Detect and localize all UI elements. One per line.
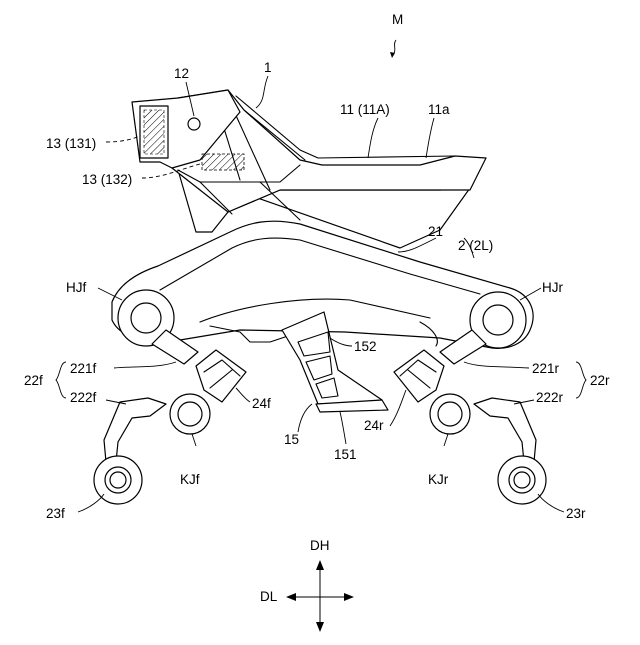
label-22f: 22f — [24, 373, 43, 388]
leg-front — [94, 330, 246, 504]
label-222r: 222r — [536, 390, 564, 405]
label-24f: 24f — [252, 396, 271, 411]
label-21: 21 — [428, 224, 443, 239]
label-11a: 11a — [428, 102, 450, 117]
label-13-131: 13 (131) — [46, 136, 96, 151]
label-151: 151 — [334, 447, 357, 462]
label-22r: 22r — [590, 373, 610, 388]
label-DH: DH — [310, 538, 330, 553]
label-24r: 24r — [364, 418, 384, 433]
label-KJr: KJr — [428, 472, 449, 487]
label-23r: 23r — [566, 506, 586, 521]
label-221f: 221f — [70, 361, 97, 376]
label-221r: 221r — [532, 361, 560, 376]
label-1: 1 — [264, 60, 272, 75]
label-HJf: HJf — [66, 280, 86, 295]
direction-indicator — [286, 560, 354, 632]
leg-rear — [394, 330, 546, 504]
label-12: 12 — [174, 66, 189, 81]
label-M: M — [392, 12, 403, 27]
label-11-11A: 11 (11A) — [340, 102, 390, 117]
label-DL: DL — [260, 589, 278, 604]
label-HJr: HJr — [542, 280, 563, 295]
label-15: 15 — [284, 432, 299, 447]
label-23f: 23f — [46, 506, 65, 521]
label-KJf: KJf — [180, 472, 200, 487]
label-222f: 222f — [70, 390, 97, 405]
label-152: 152 — [354, 339, 377, 354]
label-13-132: 13 (132) — [82, 172, 132, 187]
label-2-2L: 2 (2L) — [458, 238, 493, 253]
